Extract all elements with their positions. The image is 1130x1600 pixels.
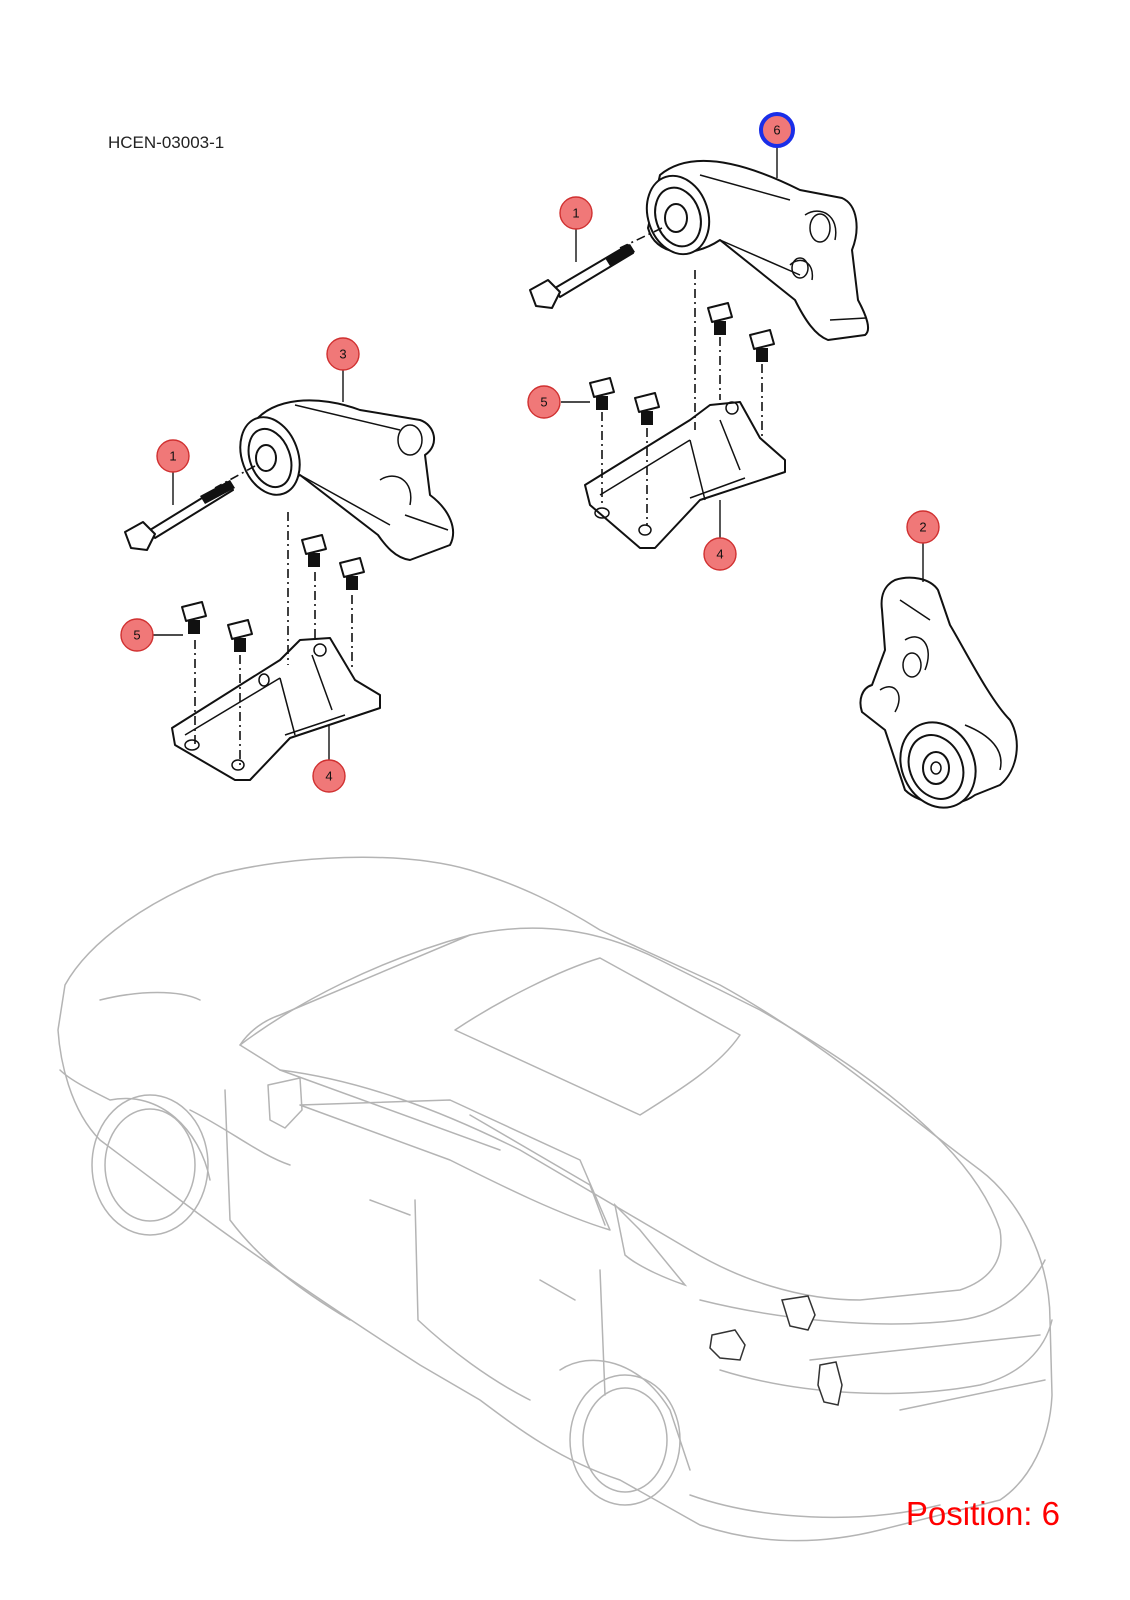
small-bolt-part-5-left-4[interactable] [339,557,365,590]
svg-text:1: 1 [572,206,579,221]
small-bolt-part-5-left-2[interactable] [227,619,253,652]
position-label: Position: 6 [905,1495,1060,1532]
svg-text:2: 2 [919,520,926,535]
leader-lines [153,146,924,760]
callout-4-left[interactable]: 4 [312,759,346,793]
engine-mount-part-3[interactable] [230,399,455,561]
callout-6-selected[interactable]: 6 [759,112,795,148]
svg-text:4: 4 [716,547,723,562]
small-bolt-part-5-upper-4[interactable] [749,329,775,362]
engine-mount-part-6[interactable] [637,159,869,341]
callout-2[interactable]: 2 [906,510,940,544]
svg-text:5: 5 [133,628,140,643]
callout-1-left[interactable]: 1 [156,439,190,473]
bracket-part-4-upper[interactable] [584,401,786,549]
callout-5-left[interactable]: 5 [120,618,154,652]
small-bolt-part-5-left-3[interactable] [301,534,327,567]
svg-text:1: 1 [169,449,176,464]
vehicle-locator-illustration [57,856,1053,1542]
callout-4-upper[interactable]: 4 [703,537,737,571]
callout-5-upper[interactable]: 5 [527,385,561,419]
svg-text:6: 6 [773,123,780,138]
svg-text:3: 3 [339,347,346,362]
mount-location-marker-3[interactable] [817,1361,843,1406]
small-bolt-part-5-upper-3[interactable] [707,302,733,335]
callout-3[interactable]: 3 [326,337,360,371]
mount-assembly-upper-right [529,159,869,549]
svg-text:4: 4 [325,769,332,784]
svg-text:5: 5 [540,395,547,410]
mount-location-marker-1[interactable] [709,1329,746,1361]
small-bolt-part-5-upper-1[interactable] [589,377,615,410]
bolt-part-1-left[interactable] [124,480,235,551]
mount-location-marker-2[interactable] [781,1295,816,1331]
bracket-part-4-left[interactable] [171,637,381,781]
callout-1-upper[interactable]: 1 [559,196,593,230]
small-bolt-part-5-left-1[interactable] [181,601,207,634]
bolt-part-1-upper[interactable] [529,244,635,309]
small-bolt-part-5-upper-2[interactable] [634,392,660,425]
mount-assembly-left [124,399,455,781]
engine-mount-part-2[interactable] [859,576,1018,820]
diagram-code: HCEN-03003-1 [108,133,225,152]
